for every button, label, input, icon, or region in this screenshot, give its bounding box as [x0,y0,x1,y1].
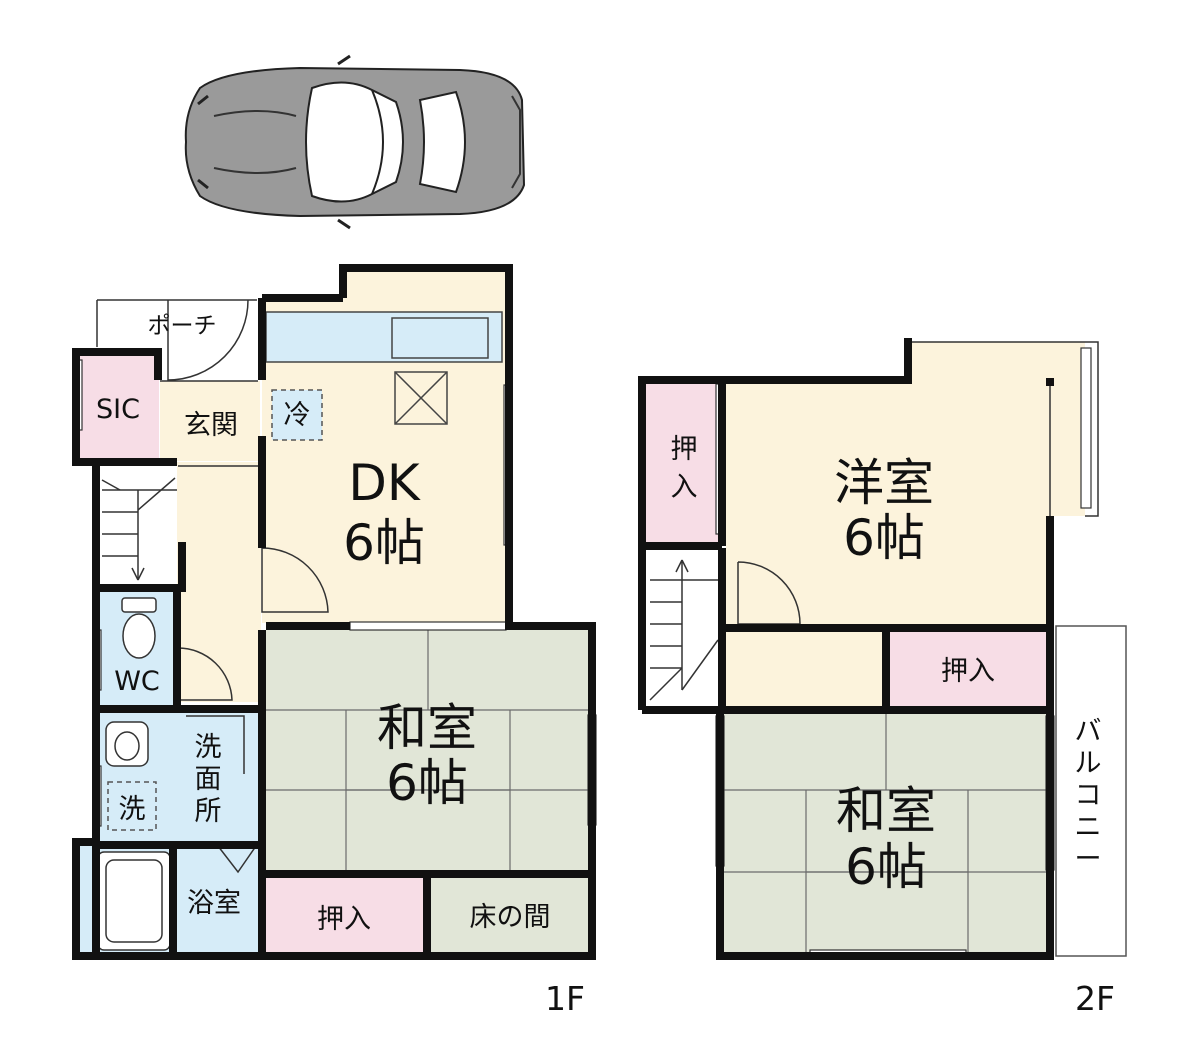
tatami-grid-1f [266,628,592,874]
walls-2f [638,338,1054,960]
entrance-label: 玄関 [184,410,238,441]
sink-icon [105,721,149,767]
stairs-icon [101,477,177,581]
balcony-label-2: ル [1075,748,1102,779]
closet-mid-2f-label: 押入 [941,656,995,687]
western-room-floor [726,342,1085,624]
washer-space [107,781,157,831]
balcony-label-5: ー [1075,844,1102,875]
bath-label: 浴室 [187,888,241,919]
closet-1f-label: 押入 [317,904,371,935]
washroom-label-1: 洗 [195,732,222,763]
closet-left-2f-label-2: 入 [671,472,698,503]
western-room-name-label: 洋室 [834,454,934,512]
walls-1f [72,264,596,960]
balcony-rail [908,341,1099,517]
fridge-label: 冷 [284,400,311,431]
washitsu-2f-floor [724,714,1050,954]
landing-floor-2f [722,630,884,708]
closet-left-2f-label-1: 押 [671,434,698,465]
toilet-icon [121,597,157,659]
western-room-size-label: 6帖 [843,509,925,567]
washitsu-1f-size-label: 6帖 [386,754,468,812]
closet-mid-2f-floor [890,630,1048,708]
car-icon [184,54,526,230]
tokonoma-floor [430,876,592,956]
door-swings-1f [160,299,329,874]
dk-size-label: 6帖 [343,514,425,572]
range-hood-icon [394,371,448,425]
sic-label: SIC [96,394,140,425]
washitsu-2f-name-label: 和室 [836,782,936,840]
sink-basin [391,317,489,359]
stairs-floor-1f [97,466,177,584]
tokonoma-label: 床の間 [470,902,551,933]
stairs-icon-2f [649,559,719,701]
dk-name-label: DK [348,454,421,512]
balcony-label-1: バ [1075,716,1102,747]
washitsu-1f-name-label: 和室 [377,699,477,757]
fridge-space [271,389,323,441]
washitsu-2f-size-label: 6帖 [845,838,927,896]
porch-label: ポーチ [148,313,217,339]
floor-label-1f: 1F [545,979,585,1018]
hall-floor [177,462,261,702]
balcony-floor [1055,625,1127,957]
washer-label: 洗 [119,794,146,825]
closet-left-2f-floor [645,384,719,544]
wc-label: WC [114,666,160,697]
bathtub-icon [97,851,171,951]
tatami-grid-2f [724,714,1050,954]
floor-label-2f: 2F [1075,979,1115,1018]
washroom-label-3: 所 [195,796,222,827]
closet-1f-floor [266,876,424,956]
column-marker [1046,378,1054,386]
washroom-label-2: 面 [195,764,222,795]
entrance-floor [160,381,260,461]
kitchen-extension-floor [343,268,509,298]
balcony-label-4: ニ [1075,812,1102,843]
balcony-label-3: コ [1075,780,1102,811]
door-swings-2f [737,561,801,625]
sic-floor [80,350,159,461]
washitsu-1f-floor [266,628,592,874]
